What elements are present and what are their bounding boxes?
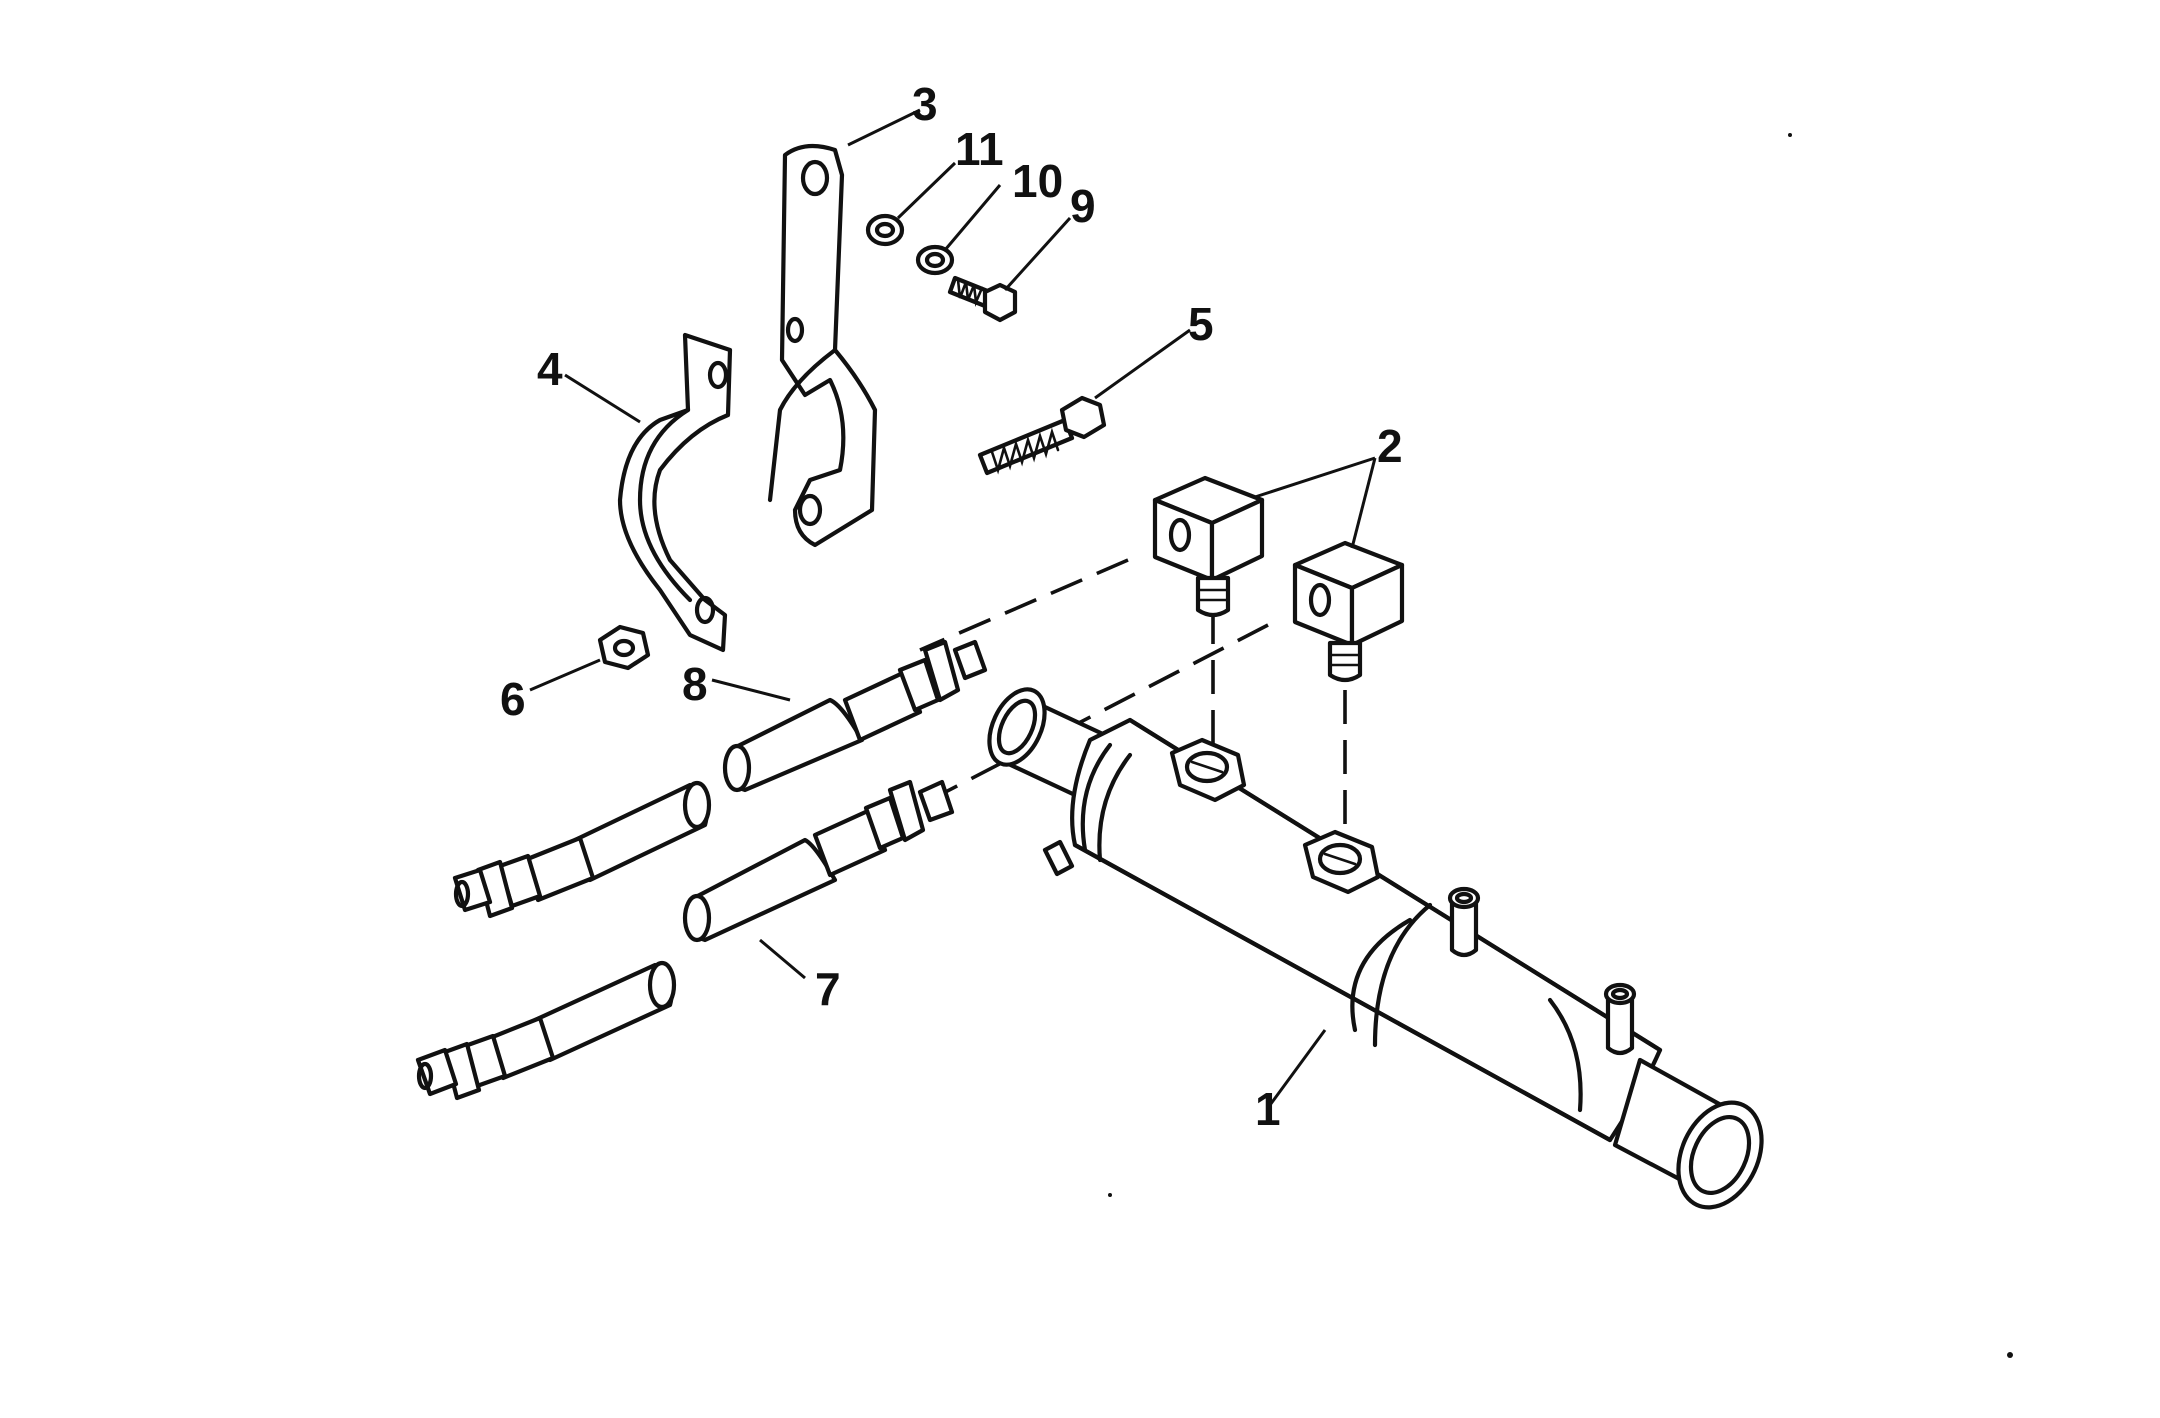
callout-5: 5 (1188, 298, 1214, 350)
callout-6: 6 (500, 673, 526, 725)
bracket-part-3 (767, 143, 878, 548)
hose-adapter-part-7 (682, 779, 955, 943)
callout-8: 8 (682, 658, 708, 710)
adapter-pair-left (415, 780, 712, 1101)
lockwasher-part-10 (915, 244, 955, 276)
scan-speck (2007, 1352, 2013, 1358)
hex-screw-part-9 (947, 275, 1018, 323)
hose-adapter-part-8 (722, 639, 988, 793)
callout-3: 3 (912, 78, 938, 130)
washer-part-11 (865, 213, 905, 247)
nut-part-6 (597, 624, 651, 671)
callout-7: 7 (815, 963, 841, 1015)
assembly-guide-lines (919, 558, 1347, 840)
callout-4: 4 (537, 343, 563, 395)
callout-9: 9 (1070, 180, 1096, 232)
scan-speck (1788, 133, 1792, 137)
pipe-assembly-part-1 (987, 687, 1764, 1210)
elbow-fittings-part-2 (1152, 475, 1405, 683)
callout-leaders (529, 108, 1377, 1106)
callout-1: 1 (1255, 1083, 1281, 1135)
callout-2: 2 (1377, 420, 1403, 472)
callout-11: 11 (955, 123, 1004, 175)
callout-10: 10 (1012, 155, 1063, 207)
scan-speck (1108, 1193, 1112, 1197)
cap-screw-part-5 (977, 395, 1107, 476)
clamp-part-4 (617, 332, 733, 653)
